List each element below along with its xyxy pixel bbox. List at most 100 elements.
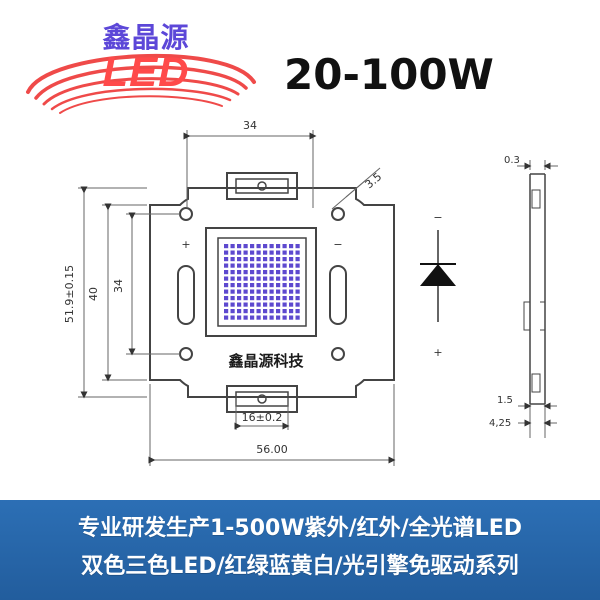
led-chip xyxy=(295,244,300,249)
diode-minus-label: − xyxy=(433,211,442,224)
top-pad xyxy=(226,172,298,200)
top-pad-hole xyxy=(257,181,267,191)
led-chip xyxy=(263,289,268,294)
led-chip xyxy=(295,257,300,262)
banner-line-2: 双色三色LED/红绿蓝黄白/光引擎免驱动系列 xyxy=(81,554,519,579)
led-chip xyxy=(237,309,242,314)
side-profile-slot xyxy=(523,301,530,331)
led-chip xyxy=(243,270,248,275)
led-chip xyxy=(230,276,235,281)
led-chip xyxy=(289,270,294,275)
led-chip xyxy=(263,250,268,255)
led-chip xyxy=(256,302,261,307)
led-chip xyxy=(289,257,294,262)
led-chip xyxy=(263,244,268,249)
right-slot xyxy=(329,265,347,325)
led-chip xyxy=(276,276,281,281)
led-chip xyxy=(282,257,287,262)
led-board-outline xyxy=(149,187,395,398)
led-chip xyxy=(282,250,287,255)
led-chip xyxy=(237,315,242,320)
side-profile: 0.3 1.5 4,25 xyxy=(489,155,558,438)
led-chip xyxy=(276,263,281,268)
led-chip xyxy=(224,296,229,301)
led-chip xyxy=(263,263,268,268)
led-chip xyxy=(289,244,294,249)
led-chip xyxy=(237,302,242,307)
led-chip xyxy=(237,244,242,249)
led-chip xyxy=(224,257,229,262)
led-chip xyxy=(295,289,300,294)
led-chip xyxy=(295,309,300,314)
led-chip xyxy=(276,296,281,301)
led-chip xyxy=(230,309,235,314)
side-profile-lower-block xyxy=(531,373,541,393)
led-chip xyxy=(230,257,235,262)
dimension-pad-width: 16±0.2 xyxy=(242,411,283,424)
led-chip xyxy=(250,244,255,249)
led-chip xyxy=(224,244,229,249)
led-chip xyxy=(224,263,229,268)
led-chip xyxy=(256,289,261,294)
led-chip xyxy=(269,283,274,288)
led-chip xyxy=(282,289,287,294)
led-chip xyxy=(243,244,248,249)
led-chip xyxy=(269,250,274,255)
led-chip xyxy=(282,263,287,268)
bottom-pad-hole xyxy=(257,394,267,404)
led-chip xyxy=(289,276,294,281)
dimension-overall-height: 51.9±0.15 xyxy=(63,265,76,323)
led-chip xyxy=(269,289,274,294)
led-chip xyxy=(237,276,242,281)
led-chip xyxy=(230,315,235,320)
led-chip xyxy=(263,302,268,307)
led-chip xyxy=(276,302,281,307)
led-chip xyxy=(263,309,268,314)
led-chip xyxy=(269,276,274,281)
hole-diameter-leader-2 xyxy=(345,167,381,198)
led-chip xyxy=(230,296,235,301)
emitter-frame xyxy=(205,227,317,337)
led-chip xyxy=(295,250,300,255)
diode-plus-label: + xyxy=(433,346,442,359)
brand-technology-label: 鑫晶源科技 xyxy=(202,350,330,371)
led-chip xyxy=(269,315,274,320)
led-chip xyxy=(282,276,287,281)
mount-hole-bottom-left xyxy=(179,347,193,361)
mount-hole-top-right xyxy=(331,207,345,221)
led-chip xyxy=(256,283,261,288)
mount-hole-top-left xyxy=(179,207,193,221)
led-chip xyxy=(276,315,281,320)
technical-drawing: + − 34 3.5 51.9±0.15 40 34 16±0.2 xyxy=(63,119,558,466)
led-chip xyxy=(250,289,255,294)
led-chip xyxy=(263,296,268,301)
led-chip xyxy=(276,250,281,255)
led-chip xyxy=(289,289,294,294)
led-chip xyxy=(269,263,274,268)
led-chip xyxy=(276,283,281,288)
diode-triangle xyxy=(420,264,456,286)
led-chip xyxy=(256,296,261,301)
led-chip xyxy=(243,276,248,281)
led-chip xyxy=(230,283,235,288)
led-chip xyxy=(237,257,242,262)
bottom-product-banner: 专业研发生产1-500W紫外/红外/全光谱LED 双色三色LED/红绿蓝黄白/光… xyxy=(0,500,600,600)
led-chip xyxy=(243,250,248,255)
led-chip xyxy=(243,296,248,301)
dimension-side-4-25: 4,25 xyxy=(489,418,511,429)
led-chip xyxy=(224,250,229,255)
side-profile-upper-block xyxy=(531,189,541,209)
led-chip xyxy=(237,289,242,294)
dimension-top-width: 34 xyxy=(243,119,257,132)
dimension-side-1-5: 1.5 xyxy=(497,395,513,406)
led-chip xyxy=(289,263,294,268)
led-chip xyxy=(230,270,235,275)
led-chip xyxy=(256,257,261,262)
led-chip xyxy=(276,257,281,262)
led-chip xyxy=(250,276,255,281)
led-chip xyxy=(230,244,235,249)
led-chip xyxy=(282,309,287,314)
led-chip xyxy=(250,283,255,288)
led-chip xyxy=(289,283,294,288)
left-slot xyxy=(177,265,195,325)
